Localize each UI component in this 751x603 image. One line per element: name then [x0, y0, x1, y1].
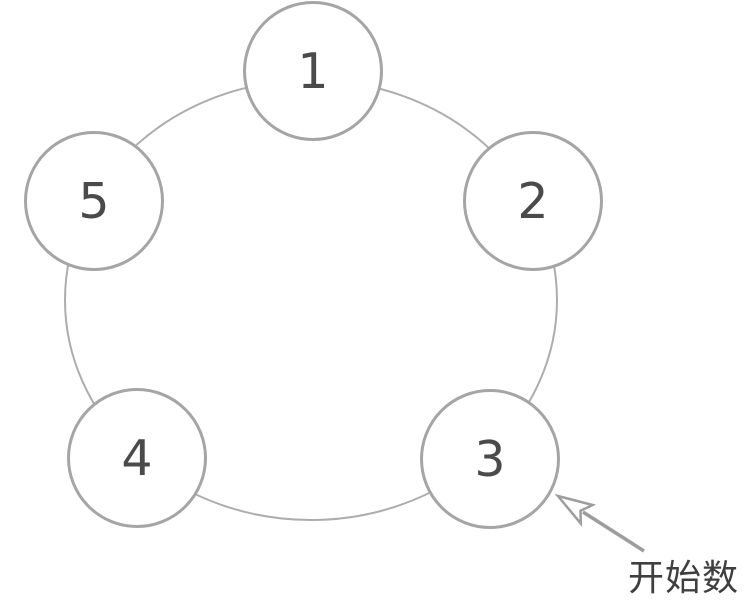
- node-circle-1: 1: [243, 1, 383, 141]
- node-label: 2: [517, 172, 549, 230]
- node-label: 1: [297, 42, 329, 100]
- node-circle-2: 2: [463, 131, 603, 271]
- arrow-head-icon: [554, 493, 597, 528]
- annotation-start-label: 开始数: [628, 558, 740, 599]
- node-label: 5: [78, 172, 110, 230]
- arrow-shaft: [582, 510, 645, 553]
- node-label: 3: [474, 430, 506, 488]
- node-circle-3: 3: [420, 389, 560, 529]
- node-label: 4: [121, 429, 153, 487]
- node-circle-4: 4: [67, 388, 207, 528]
- node-circle-5: 5: [24, 131, 164, 271]
